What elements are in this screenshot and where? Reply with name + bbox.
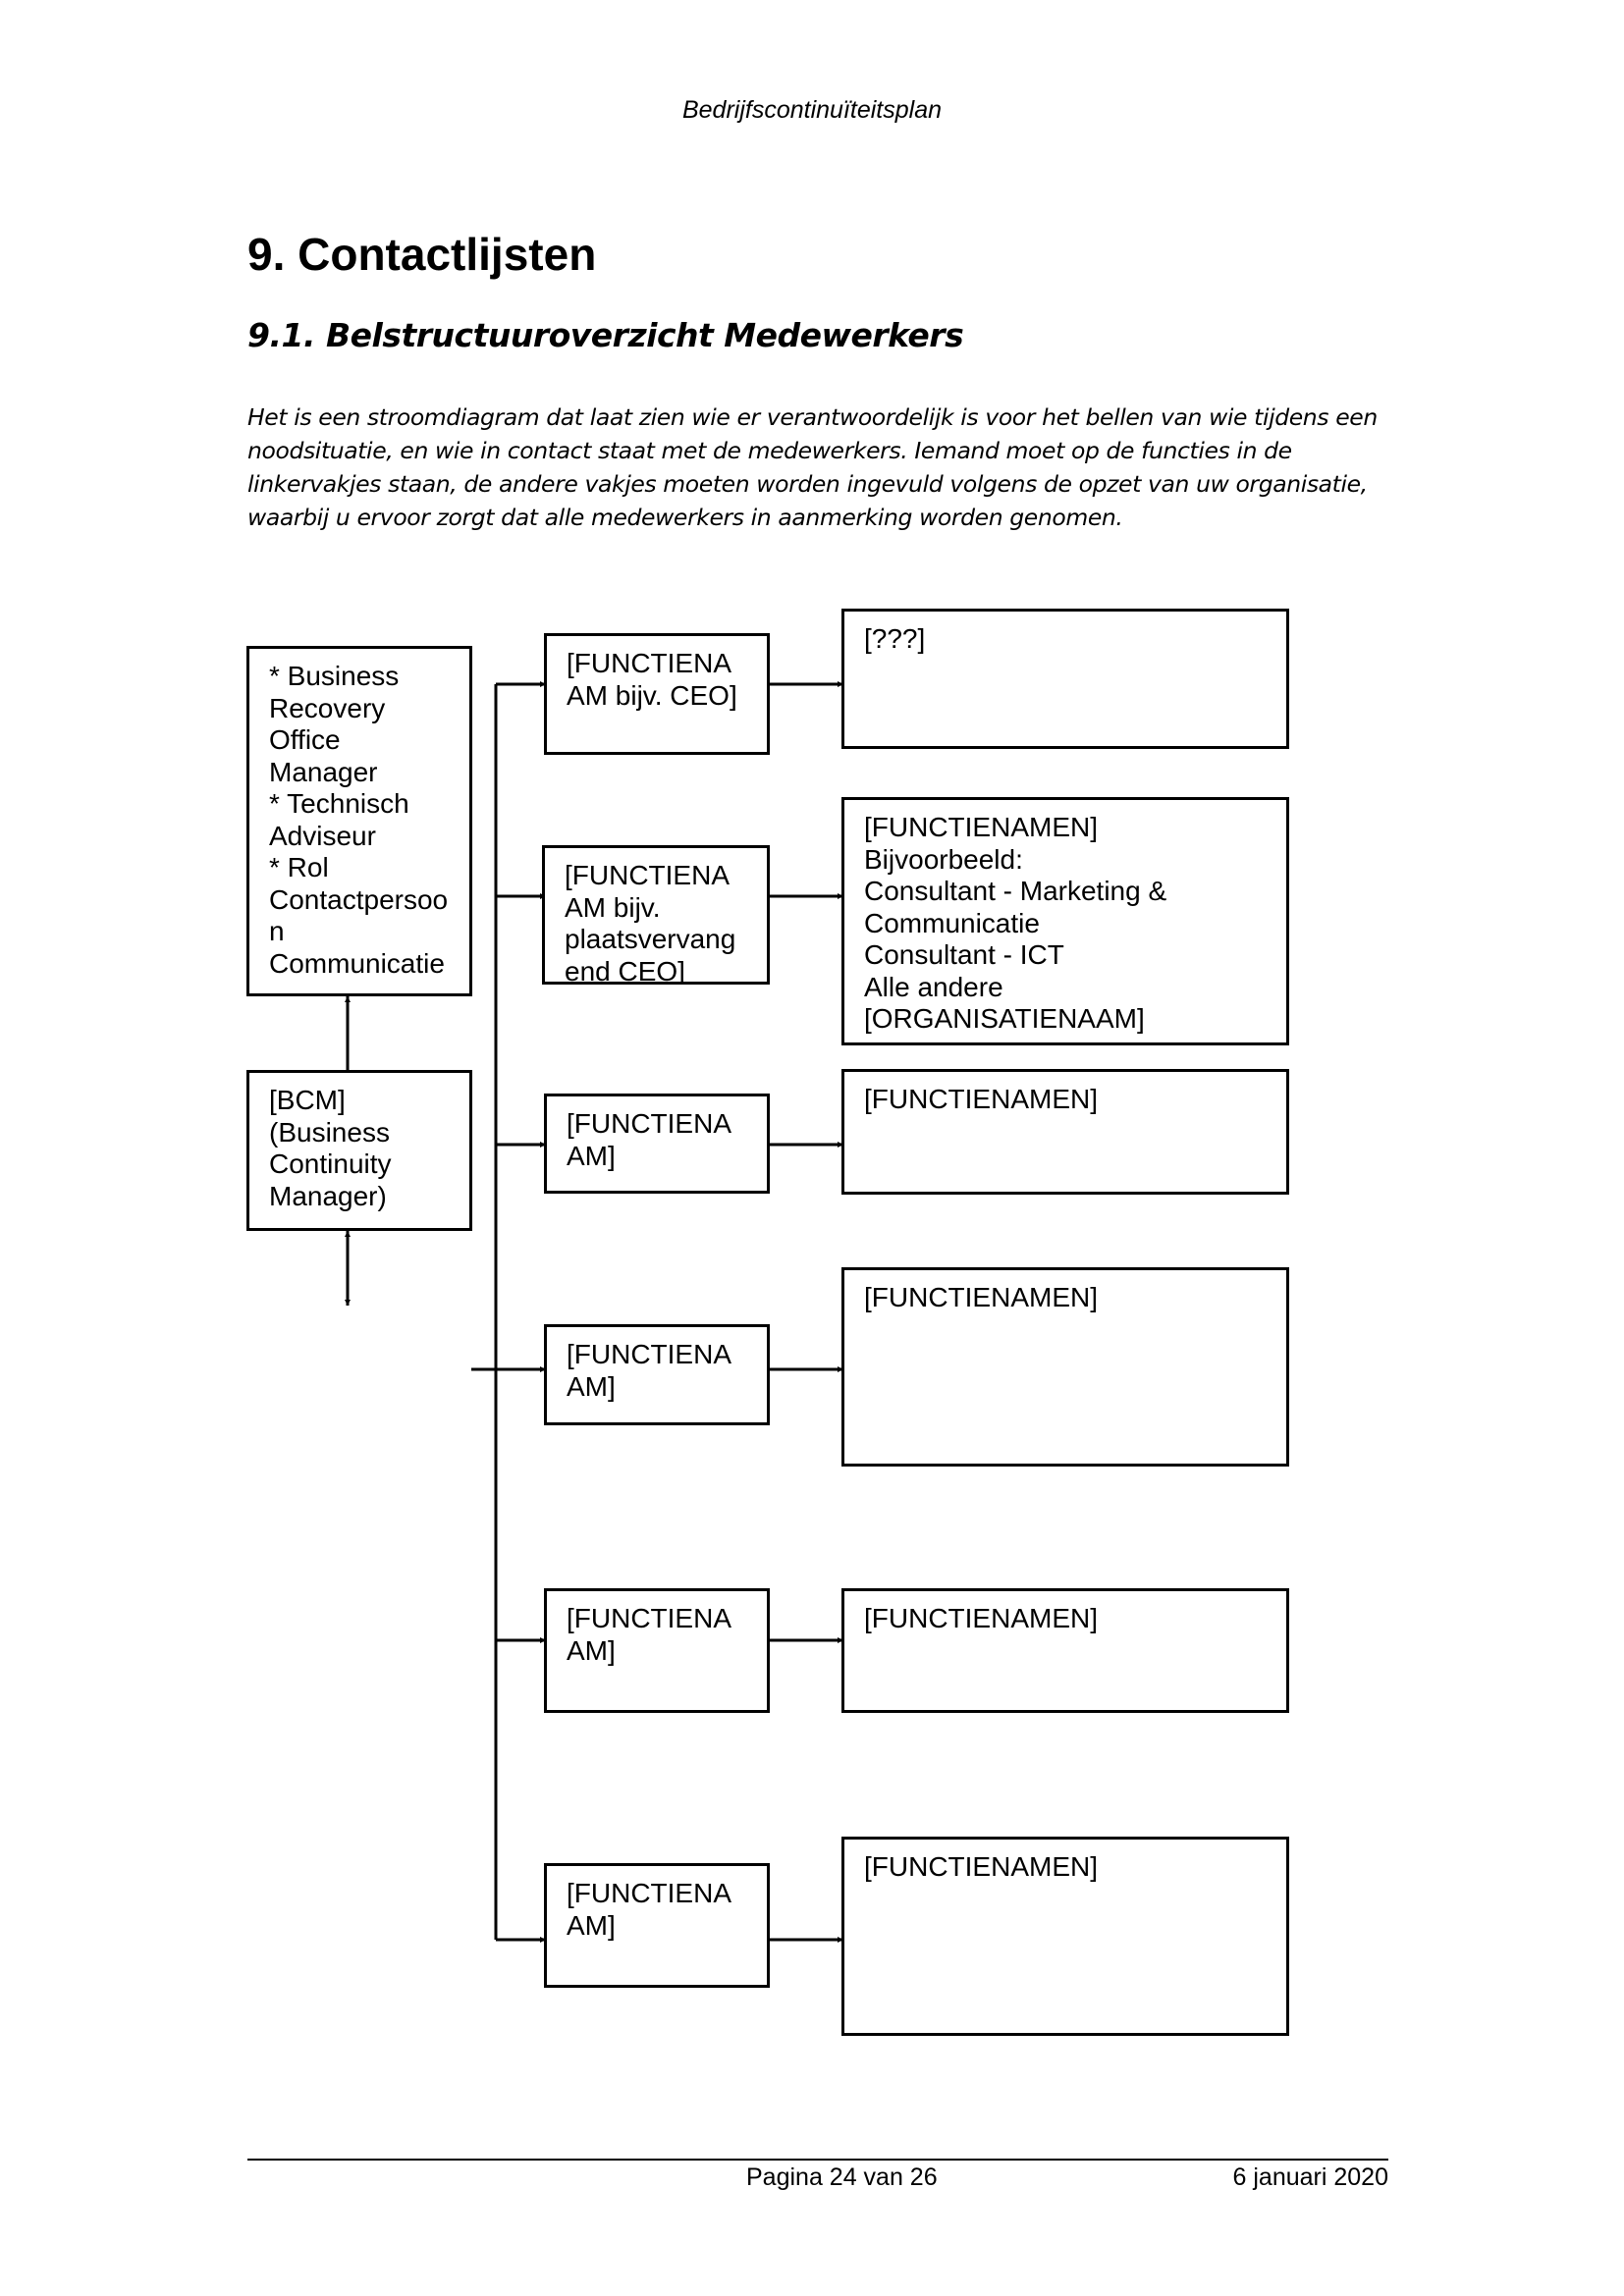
staff-box: [FUNCTIENAMEN] Bijvoorbeeld: Consultant … bbox=[841, 797, 1289, 1045]
intro-paragraph: Het is een stroomdiagram dat laat zien w… bbox=[247, 403, 1378, 531]
bcm-box: [BCM] (Business Continuity Manager) bbox=[246, 1070, 472, 1231]
footer-date: 6 januari 2020 bbox=[1232, 2163, 1388, 2191]
function-box: [FUNCTIENA AM bijv. plaatsvervang end CE… bbox=[542, 845, 770, 985]
roles-box: * Business Recovery Office Manager * Tec… bbox=[246, 646, 472, 996]
footer-divider bbox=[247, 2159, 1388, 2161]
function-box: [FUNCTIENA AM] bbox=[544, 1094, 770, 1194]
function-box: [FUNCTIENA AM bijv. CEO] bbox=[544, 633, 770, 755]
footer-page-number: Pagina 24 van 26 bbox=[746, 2163, 938, 2191]
staff-box: [???] bbox=[841, 609, 1289, 749]
staff-box: [FUNCTIENAMEN] bbox=[841, 1267, 1289, 1467]
function-box: [FUNCTIENA AM] bbox=[544, 1863, 770, 1988]
staff-box: [FUNCTIENAMEN] bbox=[841, 1588, 1289, 1713]
staff-box: [FUNCTIENAMEN] bbox=[841, 1837, 1289, 2036]
running-header: Bedrijfscontinuïteitsplan bbox=[681, 96, 943, 124]
section-heading: 9. Contactlijsten bbox=[247, 229, 597, 280]
subsection-heading: 9.1. Belstructuuroverzicht Medewerkers bbox=[247, 316, 964, 354]
staff-box: [FUNCTIENAMEN] bbox=[841, 1069, 1289, 1195]
function-box: [FUNCTIENA AM] bbox=[544, 1324, 770, 1425]
function-box: [FUNCTIENA AM] bbox=[544, 1588, 770, 1713]
